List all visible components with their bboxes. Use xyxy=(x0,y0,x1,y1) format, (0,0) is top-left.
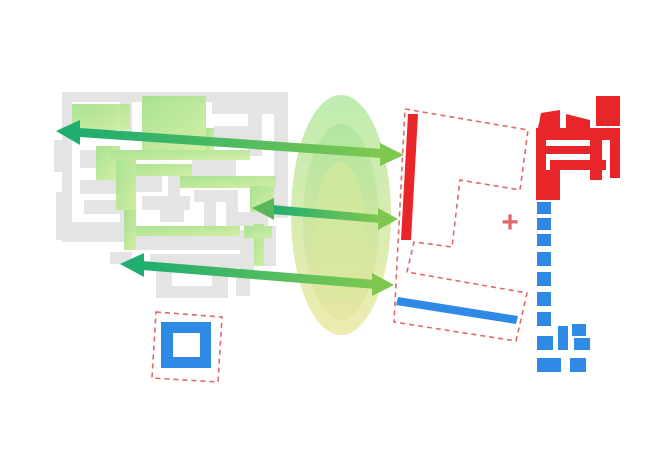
blue-block xyxy=(537,312,551,326)
connection-arrows xyxy=(56,120,404,296)
blue-block xyxy=(570,358,586,372)
red-block xyxy=(566,114,590,128)
building-block xyxy=(168,176,180,196)
site-boundary-outline xyxy=(393,108,529,342)
blue-square-building xyxy=(161,322,211,368)
arrow-bottom-right-head xyxy=(372,273,394,296)
blue-block xyxy=(537,218,551,230)
buffer-ellipse-core xyxy=(314,162,366,302)
blue-block xyxy=(558,326,568,350)
arrow-middle xyxy=(252,198,398,230)
arrow-bottom xyxy=(120,253,394,296)
minor-site-boundary-outline xyxy=(151,311,223,383)
proposed-building-red xyxy=(401,114,418,240)
building-block xyxy=(72,222,124,242)
building-block xyxy=(194,190,234,202)
green-zone-block xyxy=(110,150,250,160)
blue-block xyxy=(537,272,551,286)
green-zone-block xyxy=(124,210,136,250)
building-block xyxy=(160,210,184,222)
red-block xyxy=(536,140,546,200)
arrow-top xyxy=(56,120,404,166)
red-block xyxy=(590,140,602,180)
site-boundary xyxy=(151,108,529,383)
arrow-middle-left-head xyxy=(252,198,274,220)
building-block xyxy=(136,176,162,192)
red-block xyxy=(536,128,620,140)
arrow-top-right-head xyxy=(380,143,404,166)
red-block xyxy=(550,160,606,170)
building-block xyxy=(226,190,238,226)
blue-building-column xyxy=(537,202,590,372)
blue-block xyxy=(537,252,551,266)
building-block xyxy=(192,160,236,178)
arrow-top-shaft xyxy=(80,128,382,158)
building-block xyxy=(236,278,250,296)
plus-icon: + xyxy=(501,206,519,239)
arrow-bottom-shaft xyxy=(142,261,376,289)
building-block xyxy=(214,126,248,140)
blue-block xyxy=(537,202,551,214)
building-block xyxy=(238,212,268,226)
building-block xyxy=(204,202,216,230)
building-block xyxy=(240,230,254,270)
arrow-top-left-head xyxy=(56,120,80,145)
arrow-bottom-left-head xyxy=(120,253,144,277)
proposed-building-blue xyxy=(396,297,518,324)
red-block xyxy=(596,96,620,126)
building-block xyxy=(274,100,288,218)
green-zone-block xyxy=(244,226,272,238)
blue-block xyxy=(572,324,586,336)
building-block xyxy=(142,196,190,210)
building-block xyxy=(84,200,120,214)
green-zone-block xyxy=(116,160,136,210)
red-building-cluster xyxy=(536,96,620,200)
red-block xyxy=(546,170,560,200)
building-block xyxy=(110,252,132,264)
building-block xyxy=(134,236,254,250)
building-block xyxy=(56,192,72,240)
green-zone-block xyxy=(136,164,192,176)
blue-square-inner xyxy=(173,333,200,357)
building-block xyxy=(80,180,124,194)
blue-block xyxy=(537,358,561,372)
blue-block xyxy=(537,234,551,246)
green-zone-block xyxy=(136,226,240,236)
blue-block xyxy=(537,336,553,350)
blue-block xyxy=(537,292,551,306)
red-block xyxy=(538,110,560,128)
building-block xyxy=(54,140,72,172)
arrow-middle-right-head xyxy=(378,208,398,230)
green-zone-block xyxy=(180,176,276,188)
blue-block xyxy=(574,338,590,350)
building-block xyxy=(156,270,172,298)
red-block xyxy=(546,146,596,154)
arrow-middle-shaft xyxy=(272,205,380,223)
green-zone-block xyxy=(72,104,130,130)
red-block xyxy=(610,140,620,178)
building-block xyxy=(80,150,96,168)
green-zone-block xyxy=(254,224,264,266)
